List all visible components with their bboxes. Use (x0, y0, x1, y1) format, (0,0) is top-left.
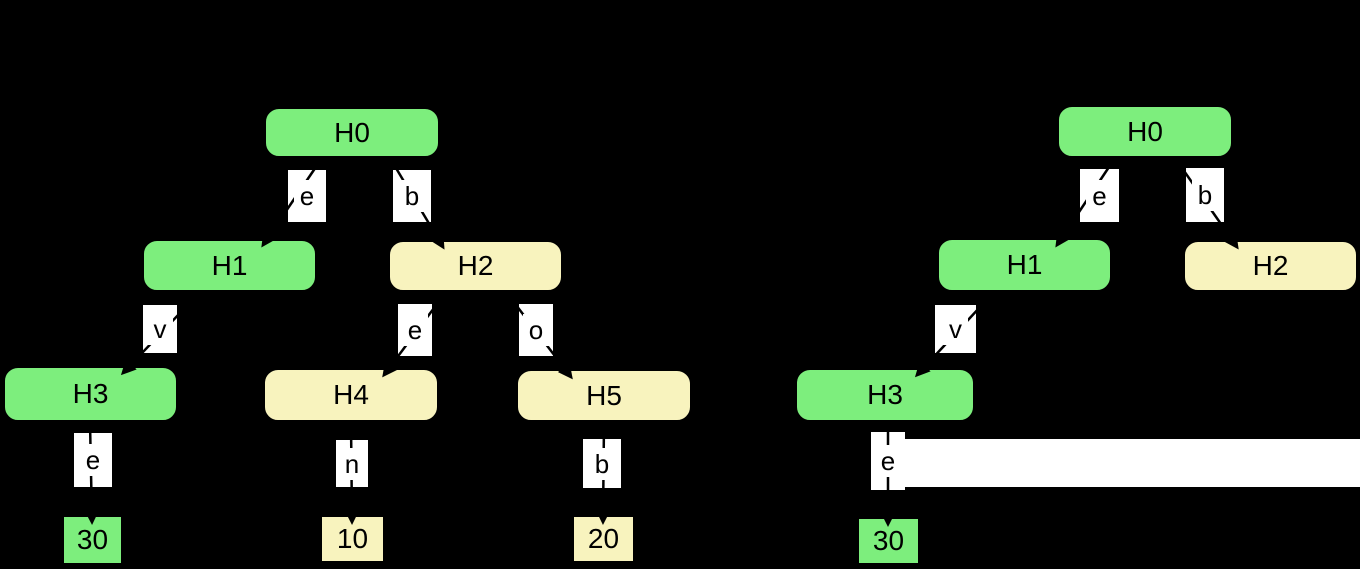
edge-label-text-L-e-H0-H1: e (293, 180, 321, 212)
node-R-H3: H3 (795, 368, 975, 422)
edge-label-box-L-b-H5-20: b (583, 439, 621, 488)
node-R-30: 30 (857, 517, 920, 565)
node-L-20: 20 (572, 515, 635, 563)
node-R-H2: H2 (1183, 240, 1358, 292)
edge-label-box-R-b-H0-H2: b (1186, 168, 1224, 222)
edge-label-text-L-b-H5-20: b (588, 447, 616, 480)
edge-label-text-L-o-H2-H5: o (522, 314, 550, 346)
edge-label-box-L-e-H3-30: e (74, 433, 112, 487)
edge-label-text-R-e-H3-30: e (874, 445, 902, 477)
edge-label-text-L-e-H2-H4: e (401, 314, 429, 346)
node-L-H4: H4 (263, 368, 439, 422)
node-L-10: 10 (320, 515, 385, 563)
edge-label-text-R-b-H0-H2: b (1191, 179, 1219, 211)
edge-label-box-L-b-H0-H2: b (393, 170, 431, 222)
edge-label-text-L-v-H1-H3: v (147, 313, 173, 345)
node-L-H1: H1 (142, 239, 317, 292)
white-band (902, 439, 1360, 487)
edge-label-text-R-e-H0-H1: e (1086, 179, 1113, 212)
edge-label-text-R-v-H1-H3: v (943, 313, 968, 345)
node-R-H0: H0 (1057, 105, 1233, 158)
node-R-H1: H1 (937, 238, 1112, 292)
node-L-H0: H0 (264, 107, 440, 158)
node-L-H3: H3 (3, 366, 178, 422)
edge-label-text-L-n-H4-10: n (338, 447, 366, 480)
edge-label-box-R-e-H0-H1: e (1080, 169, 1119, 222)
edge-label-box-R-e-H3-30: e (871, 432, 905, 490)
edge-label-box-L-v-H1-H3: v (143, 305, 177, 353)
edge-label-box-R-v-H1-H3: v (935, 305, 976, 353)
edge-label-box-L-o-H2-H5: o (519, 304, 553, 356)
edge-label-text-L-e-H3-30: e (79, 444, 107, 476)
edge-label-text-L-b-H0-H2: b (398, 180, 426, 212)
edge-label-box-L-e-H0-H1: e (288, 170, 326, 222)
node-L-H5: H5 (516, 369, 692, 422)
edge-label-box-L-n-H4-10: n (336, 440, 368, 487)
edge-label-box-L-e-H2-H4: e (398, 304, 432, 356)
node-L-30: 30 (62, 515, 123, 565)
node-L-H2: H2 (388, 240, 563, 292)
